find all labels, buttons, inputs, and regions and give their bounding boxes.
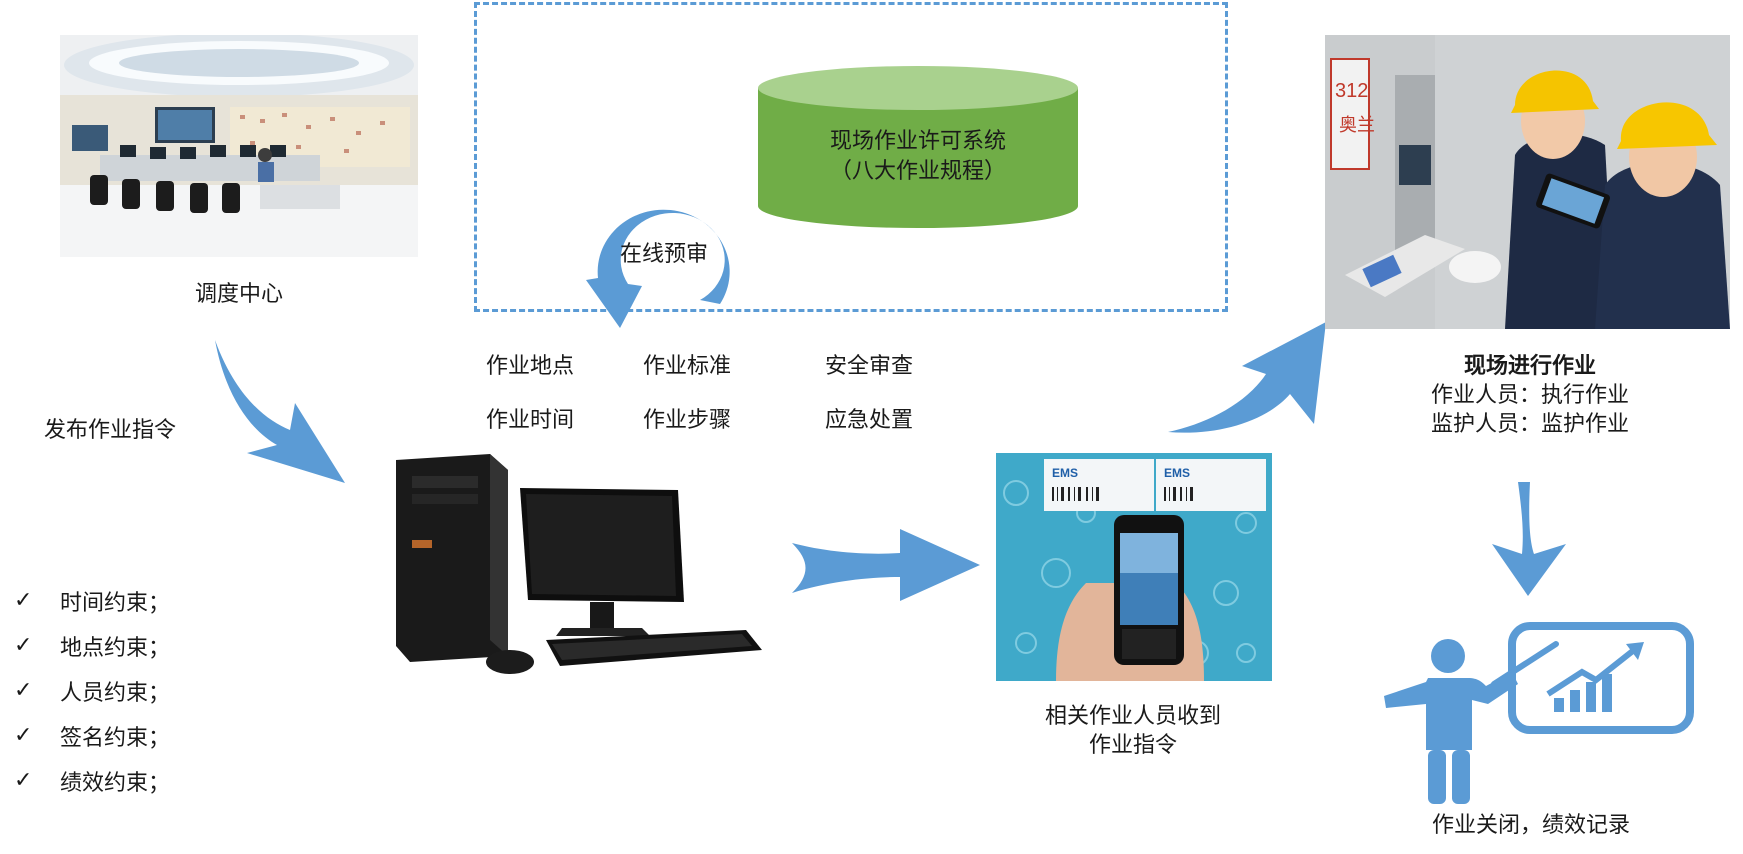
computer-photo bbox=[350, 440, 792, 692]
system-cylinder bbox=[758, 66, 1078, 228]
review-item-emergency: 应急处置 bbox=[825, 408, 914, 433]
review-item-time: 作业时间 bbox=[486, 408, 575, 433]
field-work-photo: 312 奥兰 bbox=[1325, 35, 1730, 329]
review-item-standard: 作业标准 bbox=[643, 354, 732, 379]
panel-number: 312 bbox=[1335, 80, 1368, 102]
dispatch-center-photo bbox=[60, 35, 418, 257]
constraint-label: 地点约束； bbox=[60, 635, 171, 661]
presenter-chart-icon bbox=[1384, 622, 1694, 804]
constraint-personnel: ✓ 人员约束； bbox=[14, 668, 170, 713]
close-record-label: 作业关闭，绩效记录 bbox=[1432, 813, 1631, 838]
field-work-title: 现场进行作业 bbox=[1463, 354, 1596, 379]
field-work-worker: 作业人员：执行作业 bbox=[1430, 383, 1629, 408]
review-item-location: 作业地点 bbox=[486, 354, 575, 379]
check-icon: ✓ bbox=[14, 633, 33, 658]
constraint-label: 人员约束； bbox=[60, 680, 171, 706]
ems-label-2: EMS bbox=[1164, 466, 1190, 480]
system-subtitle: （八大作业规程） bbox=[829, 159, 1006, 184]
ems-label-1: EMS bbox=[1052, 466, 1078, 480]
check-icon: ✓ bbox=[14, 723, 33, 748]
review-item-safety: 安全审查 bbox=[825, 354, 914, 379]
handheld-device-photo: EMS EMS bbox=[996, 453, 1272, 681]
constraint-label: 绩效约束； bbox=[60, 770, 171, 796]
system-title: 现场作业许可系统 bbox=[829, 129, 1006, 154]
constraint-signature: ✓ 签名约束； bbox=[14, 713, 170, 758]
constraint-label: 时间约束； bbox=[60, 590, 171, 616]
check-icon: ✓ bbox=[14, 768, 33, 793]
system-dashed-frame bbox=[474, 2, 1228, 312]
constraint-label: 签名约束； bbox=[60, 725, 171, 751]
constraint-performance: ✓ 绩效约束； bbox=[14, 758, 170, 803]
receive-instruction-line1: 相关作业人员收到 bbox=[1044, 704, 1221, 729]
constraint-time: ✓ 时间约束； bbox=[14, 578, 170, 623]
arrow-right bbox=[792, 529, 980, 601]
check-icon: ✓ bbox=[14, 678, 33, 703]
check-icon: ✓ bbox=[14, 588, 33, 613]
constraint-location: ✓ 地点约束； bbox=[14, 623, 170, 668]
dispatch-center-label: 调度中心 bbox=[194, 282, 283, 307]
review-item-steps: 作业步骤 bbox=[643, 408, 732, 433]
constraint-list: ✓ 时间约束； ✓ 地点约束； ✓ 人员约束； ✓ 签名约束； ✓ 绩效约束； bbox=[14, 578, 170, 803]
panel-text: 奥兰 bbox=[1339, 115, 1375, 135]
curved-arrow-down-right bbox=[215, 340, 345, 483]
issue-instruction-label: 发布作业指令 bbox=[44, 418, 177, 443]
curved-arrow-up-right bbox=[1168, 322, 1326, 433]
receive-instruction-line2: 作业指令 bbox=[1088, 733, 1177, 758]
arrow-down bbox=[1492, 482, 1566, 596]
online-review-label: 在线预审 bbox=[620, 242, 709, 267]
field-work-supervisor: 监护人员：监护作业 bbox=[1430, 412, 1629, 437]
circular-review-arrow bbox=[586, 209, 730, 328]
